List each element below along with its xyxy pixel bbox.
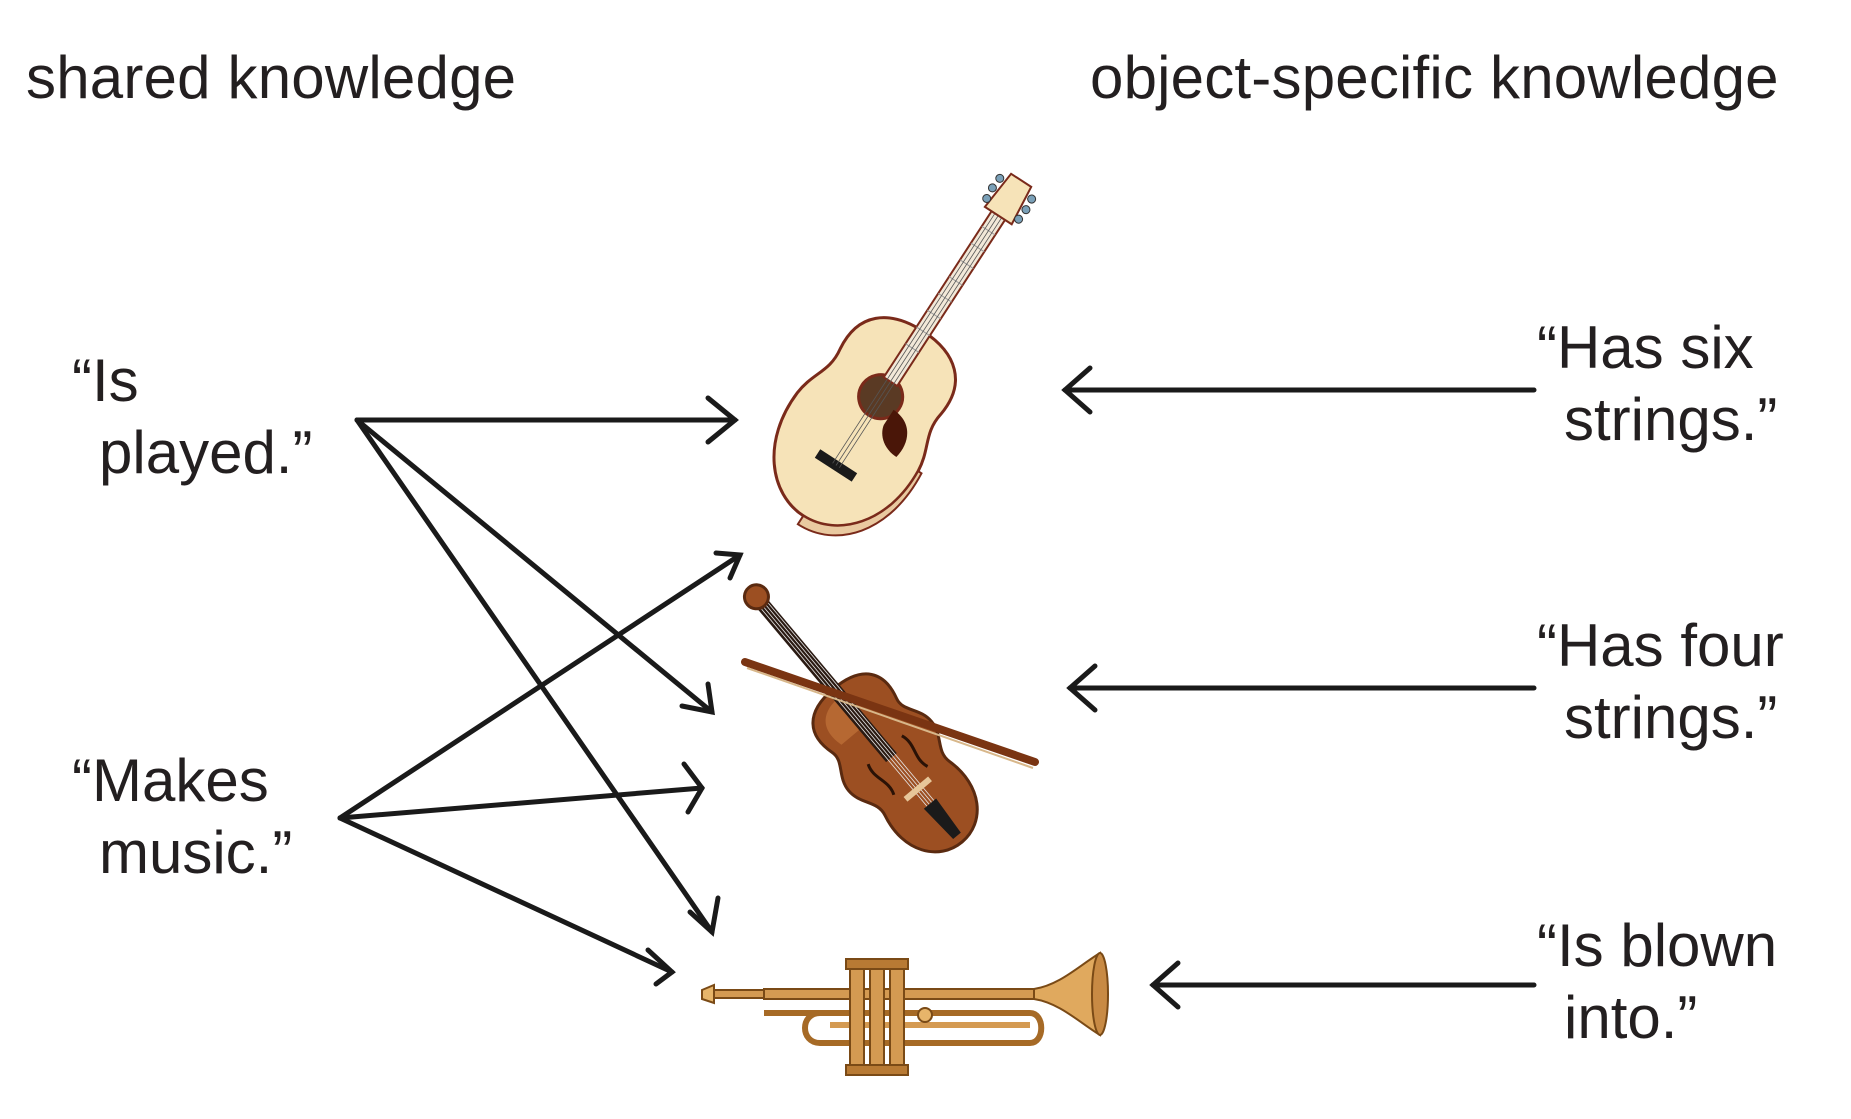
object-specific-knowledge-heading: object-specific knowledge <box>1090 44 1779 111</box>
arrow-music-to-violin <box>337 761 705 821</box>
feature-label-line1: “Is blown <box>1537 912 1778 979</box>
feature-label-line1: “Has six <box>1537 314 1754 381</box>
feature-label-line2: strings.” <box>1564 386 1778 453</box>
arrow-played-to-guitar <box>354 395 739 445</box>
feature-label-line2: strings.” <box>1564 684 1778 751</box>
feature-label-line2: music.” <box>99 819 293 886</box>
arrow-four-strings-to-violin <box>1066 663 1537 713</box>
shared-feature-is-played: “Is played.” <box>72 345 312 489</box>
feature-label-line2: into.” <box>1564 984 1698 1051</box>
arrow-music-to-trumpet <box>337 815 676 987</box>
arrow-blown-into-to-trumpet <box>1149 960 1537 1010</box>
specific-feature-blown-into: “Is blown into.” <box>1537 910 1777 1054</box>
arrow-played-to-violin <box>354 417 715 716</box>
shared-knowledge-heading: shared knowledge <box>26 44 517 111</box>
feature-label-line2: played.” <box>99 419 313 486</box>
trumpet-icon <box>701 951 1109 1076</box>
shared-feature-makes-music: “Makes music.” <box>72 745 292 889</box>
feature-label-line1: “Makes <box>72 747 269 814</box>
specific-feature-four-strings: “Has four strings.” <box>1537 610 1784 754</box>
arrow-six-strings-to-guitar <box>1061 365 1537 415</box>
arrow-music-to-guitar <box>337 550 744 821</box>
acoustic-guitar-icon <box>772 172 1037 537</box>
feature-label-line1: “Has four <box>1537 612 1784 679</box>
feature-label-line1: “Is <box>72 347 139 414</box>
violin-with-bow-icon <box>741 583 1039 854</box>
arrow-played-to-trumpet <box>354 417 721 937</box>
specific-feature-six-strings: “Has six strings.” <box>1537 312 1777 456</box>
